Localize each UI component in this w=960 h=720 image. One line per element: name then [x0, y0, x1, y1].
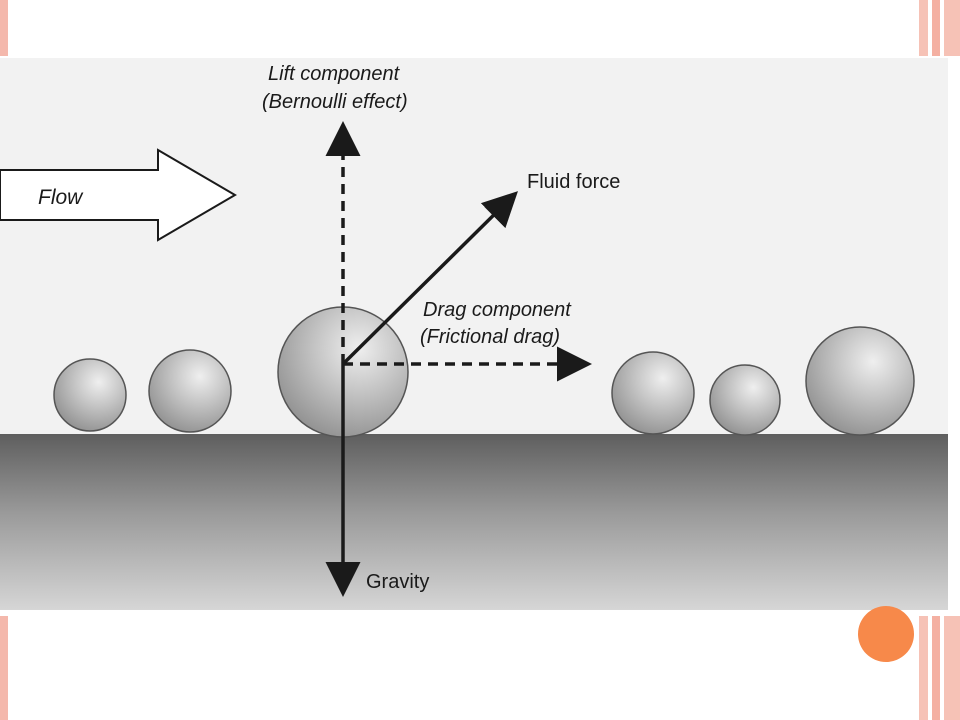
left-bottom-border-bar	[0, 616, 8, 720]
grain-sphere-3	[611, 351, 695, 435]
right-top-border-stripe-3	[944, 0, 960, 56]
drag-label-line1: Drag component	[423, 299, 572, 321]
grain-sphere-1	[53, 358, 127, 432]
right-bottom-border-stripe-3	[944, 616, 960, 720]
fluid-force-label: Fluid force	[527, 171, 620, 193]
grain-sphere-4	[709, 364, 781, 436]
right-top-border-stripe-1	[919, 0, 928, 56]
ground-bed	[0, 434, 948, 610]
diagram-canvas: Flow Lift component (Bernoulli effect) F…	[0, 63, 948, 610]
accent-dot	[858, 606, 914, 662]
right-bottom-border-stripe-1	[919, 616, 928, 720]
drag-label-line2: (Frictional drag)	[420, 326, 560, 348]
grain-sphere-2	[148, 349, 232, 433]
fluid-force-diagram: Flow Lift component (Bernoulli effect) F…	[0, 58, 948, 610]
left-top-border-bar	[0, 0, 8, 56]
right-top-border-stripe-2	[932, 0, 940, 56]
lift-label-line1: Lift component	[268, 63, 401, 85]
flow-label: Flow	[38, 186, 84, 209]
right-bottom-border-stripe-2	[932, 616, 940, 720]
lift-label-line2: (Bernoulli effect)	[262, 91, 408, 113]
grain-sphere-5	[805, 326, 915, 436]
fluid-force-vector-arrow	[341, 191, 518, 366]
flow-arrow-icon	[0, 148, 237, 242]
gravity-label: Gravity	[366, 571, 429, 593]
